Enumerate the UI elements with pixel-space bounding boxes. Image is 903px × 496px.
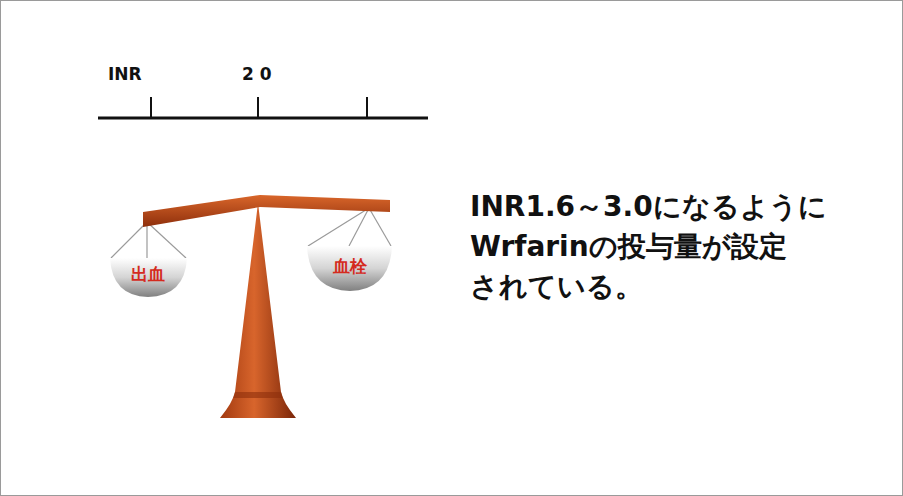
pan-text: 出血 [131,263,165,286]
left-pan [110,258,187,297]
axis-label: INR [108,64,142,84]
bleeding-pan-label: 出血 [112,259,184,289]
axis-tick-value: 2 0 [242,64,272,84]
right-pan [307,246,392,291]
scale-pillar [220,203,296,418]
pillar-foot [233,392,283,398]
pan-text: 血栓 [333,255,367,278]
thrombus-pan-label: 血栓 [310,251,390,281]
inr-axis [98,97,428,118]
scale-beam [143,195,390,227]
note-text: INR1.6～3.0になるように Wrfarinの投与量が設定 されている。 [470,187,890,307]
